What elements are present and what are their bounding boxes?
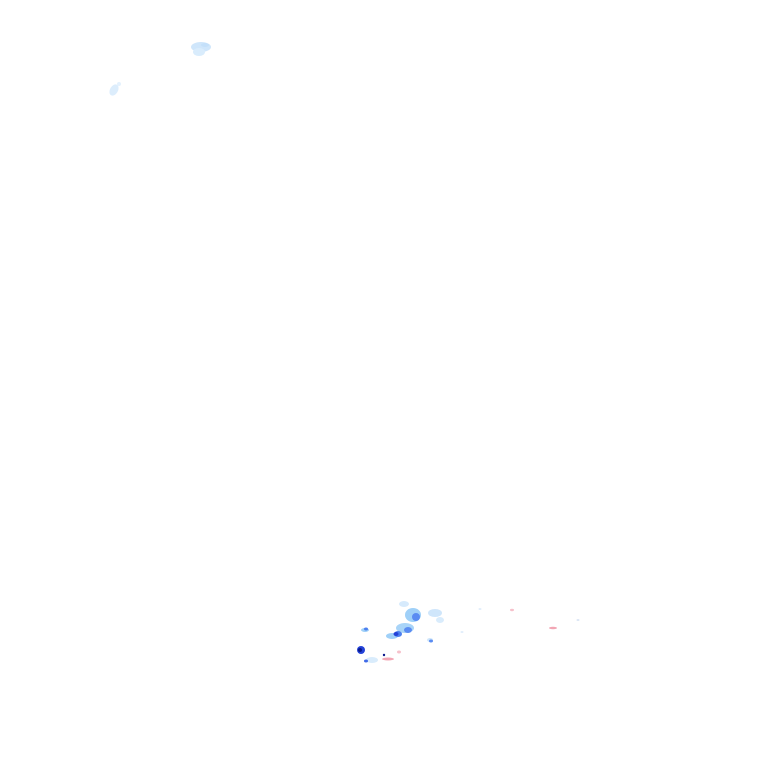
- precip-cluster-south: [357, 601, 580, 663]
- precip-cell-north: [191, 42, 211, 56]
- precip-cell-northwest: [109, 82, 121, 96]
